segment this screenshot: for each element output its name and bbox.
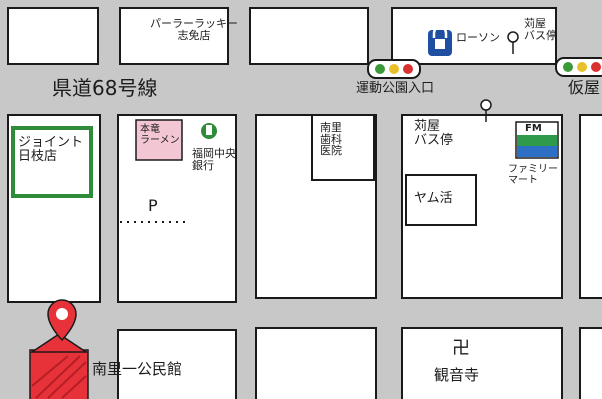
bus-stop-karita-label[interactable]: 苅屋 バス停: [414, 119, 454, 148]
traffic-light-icon-1: [367, 59, 421, 79]
temple-symbol-icon: 卍: [452, 338, 470, 359]
matsukatsu-box: [405, 174, 477, 226]
block-bot-4: [579, 327, 602, 399]
matsukatsu-label[interactable]: ヤム活: [414, 191, 453, 206]
bank-label[interactable]: 福岡中央 銀行: [192, 147, 236, 172]
joint-store-label[interactable]: ジョイント 日枝店: [18, 135, 84, 164]
dental-clinic-box: [311, 114, 375, 181]
block-bot-1: [117, 329, 237, 399]
bus-stop-icon-top: [507, 31, 519, 54]
block-bot-2: [255, 327, 377, 399]
destination-building-icon: [29, 333, 89, 399]
prefectural-road-label: 県道68号線: [52, 76, 158, 100]
joint-store-frame: [11, 126, 93, 198]
lawson-logo-icon: [428, 25, 452, 56]
traffic-light-icon-2: [555, 57, 602, 77]
temple-label[interactable]: 観音寺: [434, 366, 480, 384]
bus-stop-karita-top-label[interactable]: 苅屋 バス停: [524, 17, 557, 42]
block-top-3: [249, 7, 369, 65]
ramen-shop-label[interactable]: 本竜 ラーメン: [140, 124, 180, 146]
dental-clinic-label[interactable]: 南里 歯科 医院: [320, 121, 342, 158]
block-top-4: [391, 7, 557, 65]
bus-stop-icon-mid: [480, 99, 492, 122]
ramen-shop-box: [135, 119, 183, 161]
block-top-1: [7, 7, 99, 65]
destination-pin-icon[interactable]: [47, 299, 77, 342]
lawson-label[interactable]: ローソン: [456, 31, 500, 44]
family-mart-sign-text: FM: [525, 123, 542, 134]
block-top-2: [119, 7, 229, 65]
bank-logo-icon: [201, 123, 217, 139]
parking-label[interactable]: P: [148, 196, 158, 215]
karita-partial-label: 仮屋: [568, 78, 601, 97]
family-mart-label[interactable]: ファミリー マート: [508, 164, 558, 186]
intersection-label[interactable]: 運動公園入口: [356, 81, 435, 96]
block-mid-5: [579, 114, 602, 299]
community-hall-label[interactable]: 南里一公民館: [92, 360, 183, 378]
family-mart-sign-icon: [515, 121, 559, 159]
block-bot-3: [401, 327, 563, 399]
pachinko-shop-label[interactable]: パーラーラッキー 志免店: [150, 17, 238, 42]
